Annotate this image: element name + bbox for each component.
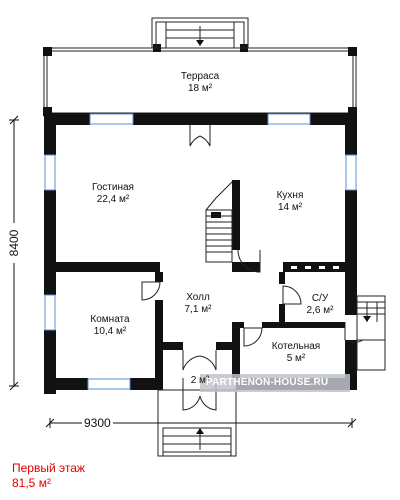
kitchen-name: Кухня — [276, 190, 304, 201]
terrace-door — [189, 125, 211, 147]
boiler-room-area: 5 м² — [286, 353, 306, 364]
floor-title: Первый этаж — [12, 461, 85, 475]
side-steps-arrow-icon — [363, 316, 371, 322]
room-label: Комната 10,4 м² — [74, 314, 146, 338]
bathroom-area: 2,6 м² — [306, 305, 334, 316]
living-room-label: Гостиная 22,4 м² — [73, 182, 153, 206]
boiler-door — [243, 322, 364, 347]
side-steps — [356, 295, 386, 371]
terrace-name: Терраса — [180, 71, 220, 82]
watermark: PARTHENON-HOUSE.RU — [206, 377, 329, 388]
bathroom-door — [282, 285, 302, 305]
windows — [44, 113, 357, 390]
living-room-area: 22,4 м² — [96, 194, 130, 205]
room-name: Комната — [90, 314, 130, 325]
kitchen-area: 14 м² — [277, 202, 303, 213]
wall-niches — [291, 266, 339, 269]
terrace-area: 18 м² — [187, 83, 213, 94]
floor-total-area: 81,5 м² — [12, 476, 51, 490]
entrance-arrow-icon — [196, 428, 204, 434]
room-area: 10,4 м² — [93, 326, 127, 337]
bathroom-name: С/У — [311, 293, 329, 304]
height-dimension: 8400 — [7, 223, 21, 263]
boiler-room-label: Котельная 5 м² — [256, 341, 336, 365]
room-door — [141, 281, 161, 301]
vestibule-area: 2 м² — [190, 375, 210, 386]
boiler-room-name: Котельная — [271, 341, 321, 352]
watermark-band — [200, 374, 350, 392]
exterior-walls — [44, 113, 357, 394]
kitchen-label: Кухня 14 м² — [252, 190, 328, 214]
hall-area: 7,1 м² — [184, 304, 212, 315]
vestibule-doors — [182, 350, 217, 411]
living-room-name: Гостиная — [92, 182, 134, 193]
stairs-arrow-icon — [196, 40, 204, 46]
hall-label: Холл 7,1 м² — [168, 292, 228, 316]
terrace-label: Терраса 18 м² — [160, 71, 240, 95]
kitchen-door — [237, 249, 261, 273]
hall-name: Холл — [186, 292, 210, 303]
floor-caption: Первый этаж 81,5 м² — [12, 461, 85, 491]
bathroom-label: С/У 2,6 м² — [296, 293, 344, 317]
interior-staircase — [205, 181, 233, 263]
staircase-stepnote — [211, 212, 221, 218]
width-dimension: 9300 — [82, 416, 113, 430]
terrace-steps — [151, 17, 249, 49]
